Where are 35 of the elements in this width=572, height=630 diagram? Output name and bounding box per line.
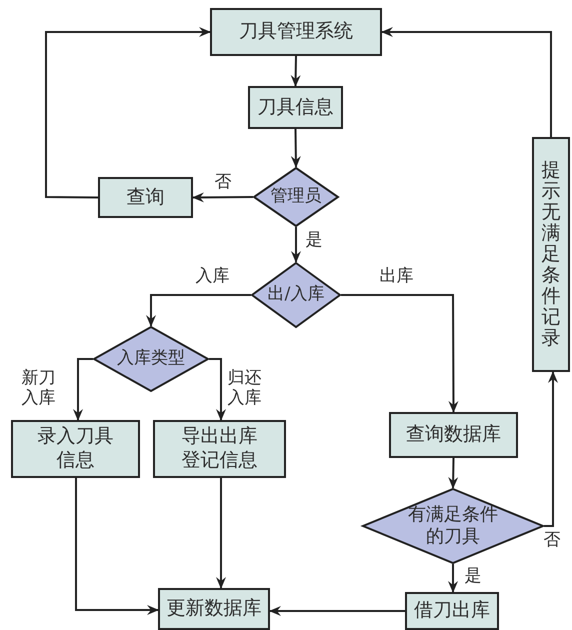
arrow bbox=[192, 192, 253, 202]
arrow bbox=[341, 294, 458, 413]
process-box: 录入刀具信息 bbox=[11, 420, 140, 478]
process-box: 刀具管理系统 bbox=[210, 8, 382, 56]
edge-label: 否 bbox=[213, 172, 234, 192]
edge-label: 是 bbox=[463, 566, 484, 586]
arrow bbox=[45, 27, 211, 198]
process-box: 导出出库登记信息 bbox=[153, 420, 286, 478]
edge-label: 是 bbox=[304, 230, 324, 250]
decision-diamond: 管理员 bbox=[253, 167, 339, 227]
edge-label: 归还入库 bbox=[226, 368, 264, 409]
process-box: 查询 bbox=[98, 177, 193, 218]
arrow bbox=[216, 478, 226, 589]
arrow bbox=[73, 358, 93, 421]
process-box: 查询数据库 bbox=[389, 412, 518, 458]
arrow bbox=[290, 128, 301, 168]
edge-label: 新刀入库 bbox=[20, 368, 58, 409]
message-box: 提示无满足条件记录 bbox=[532, 137, 570, 372]
decision-diamond: 出/入库 bbox=[251, 262, 341, 328]
arrow bbox=[75, 478, 159, 615]
arrow bbox=[209, 358, 226, 421]
arrow bbox=[544, 371, 558, 527]
decision-diamond: 有满足条件的刀具 bbox=[362, 488, 544, 564]
arrow bbox=[448, 458, 458, 489]
process-box: 借刀出库 bbox=[405, 592, 499, 630]
edge-label: 否 bbox=[542, 530, 562, 550]
decision-diamond: 入库类型 bbox=[93, 326, 209, 392]
arrow bbox=[291, 227, 301, 263]
arrow bbox=[381, 27, 552, 137]
process-box: 更新数据库 bbox=[158, 588, 270, 630]
arrow bbox=[146, 294, 251, 327]
arrow bbox=[269, 606, 405, 616]
arrow bbox=[448, 564, 458, 593]
arrow bbox=[290, 56, 301, 87]
process-box: 刀具信息 bbox=[248, 86, 343, 129]
